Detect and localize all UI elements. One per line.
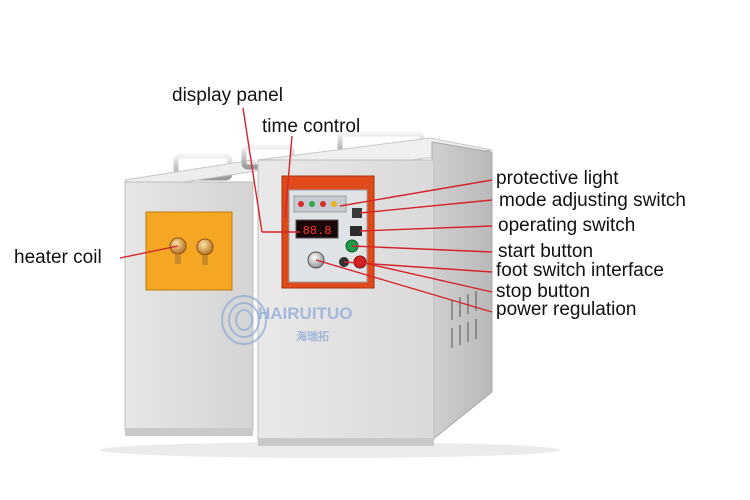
watermark-chinese-text: 海瑞拓	[296, 330, 329, 343]
svg-text:88.8: 88.8	[303, 224, 332, 238]
operating-switch	[350, 226, 362, 236]
leader-protective-light	[339, 179, 493, 207]
controller-side	[431, 141, 493, 442]
leader-operating-switch	[359, 225, 493, 232]
heater-unit	[124, 153, 264, 436]
controller-bottom	[258, 438, 434, 446]
label-stop-button: stop button	[496, 281, 591, 302]
label-operating-switch: operating switch	[498, 215, 636, 236]
leader-display-panel	[242, 107, 263, 233]
watermark-rings-icon	[221, 295, 267, 345]
label-start-button: start button	[498, 241, 594, 262]
heater-coil-plate	[145, 211, 233, 291]
leader-mode-adjusting-switch	[359, 199, 493, 214]
label-mode-adjusting-switch: mode adjusting switch	[499, 190, 686, 211]
label-time-control: time control	[262, 116, 361, 137]
leader-heater-coil	[119, 245, 179, 259]
indicator-lights	[298, 201, 337, 207]
label-protective-light: protective light	[496, 168, 619, 189]
label-heater-coil: heater coil	[14, 247, 102, 268]
heater-bottom	[125, 428, 253, 436]
label-foot-switch-interface: foot switch interface	[496, 260, 664, 281]
watermark-latin-text: HAIRUITUO	[258, 304, 353, 323]
controller-unit: 88.8	[241, 131, 493, 446]
led-display	[295, 219, 339, 239]
heater-terminal-right	[196, 238, 214, 256]
label-power-regulation: power regulation	[496, 299, 637, 320]
mode-switch	[352, 208, 362, 218]
watermark-logo: HAIRUITUO 海瑞拓	[218, 290, 368, 350]
floor-shadow	[100, 442, 560, 458]
leader-start-button	[351, 245, 493, 253]
leader-lines	[119, 107, 493, 313]
leader-stop-button	[359, 261, 493, 293]
label-display-panel: display panel	[172, 85, 283, 106]
leader-time-control	[284, 135, 293, 219]
leader-power-regulation	[315, 259, 493, 313]
